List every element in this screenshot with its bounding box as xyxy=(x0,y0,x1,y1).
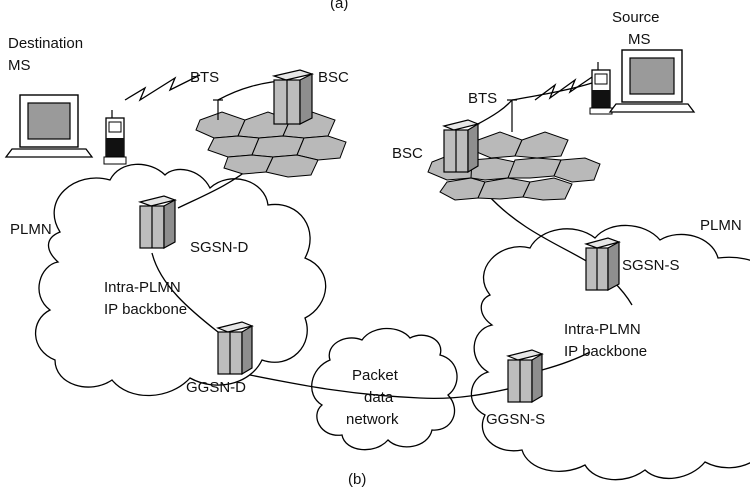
link-sgsn-d-to-ggsn-d xyxy=(151,252,219,333)
cell-cluster-right xyxy=(427,131,601,201)
bts-left-label: BTS xyxy=(190,69,219,86)
ggsn-s-label: GGSN-S xyxy=(486,411,545,428)
source-ms-label: Source MS xyxy=(612,9,664,48)
bsc-left-rack xyxy=(271,69,315,125)
sgsn-s-label: SGSN-S xyxy=(622,257,680,274)
bts-antenna-left xyxy=(213,99,223,120)
bts-antenna-right xyxy=(507,99,517,132)
ggsn-d-rack xyxy=(216,321,254,376)
bts-right-label: BTS xyxy=(468,90,497,107)
ggsn-d-label: GGSN-D xyxy=(186,379,246,396)
plmn-cloud-left xyxy=(34,163,327,397)
intra-plmn-right-label: Intra-PLMN IP backbone xyxy=(564,321,647,360)
packet-data-network-cloud xyxy=(311,327,458,451)
intra-plmn-left-label: Intra-PLMN IP backbone xyxy=(104,279,187,318)
bsc-left-label: BSC xyxy=(318,69,349,86)
cell-cluster-left xyxy=(195,111,347,178)
source-computer-icon xyxy=(608,49,696,113)
link-bts-right-to-sgsn-s xyxy=(487,194,589,263)
caption-b: (b) xyxy=(348,471,366,488)
destination-phone-icon xyxy=(103,110,127,165)
link-ggsn-s-to-backbone xyxy=(541,351,591,371)
caption-a: (a) xyxy=(330,0,348,12)
link-bsc-right-to-bts-right xyxy=(475,99,513,126)
radio-link-left xyxy=(124,74,201,102)
bsc-right-rack xyxy=(442,119,480,174)
source-phone-icon xyxy=(589,62,613,115)
radio-link-right xyxy=(534,74,596,101)
plmn-right-label: PLMN xyxy=(700,217,742,234)
plmn-left-label: PLMN xyxy=(10,221,52,238)
sgsn-s-rack xyxy=(584,237,621,292)
sgsn-d-label: SGSN-D xyxy=(190,239,249,256)
destination-ms-label: Destination MS xyxy=(8,35,87,74)
plmn-cloud-right xyxy=(470,224,750,481)
link-ggsn-d-to-ggsn-s xyxy=(249,374,513,399)
ggsn-s-rack xyxy=(506,349,544,404)
bsc-right-label: BSC xyxy=(392,145,423,162)
sgsn-d-rack xyxy=(137,195,178,250)
destination-computer-icon xyxy=(4,94,94,158)
packet-data-network-label: Packet data network xyxy=(346,367,402,428)
link-bts-right-to-source-ms xyxy=(511,82,593,101)
